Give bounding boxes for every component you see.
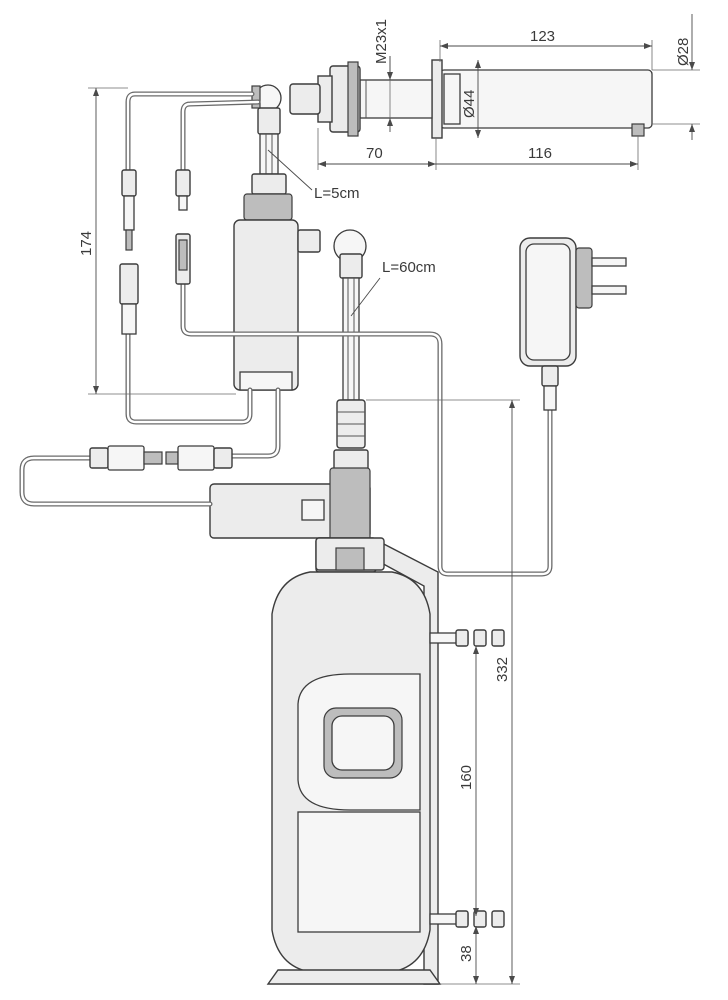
label-38: 38: [458, 945, 475, 962]
dimension-lines: [88, 14, 700, 985]
spout-nozzle: [631, 123, 645, 137]
spout-assembly: [251, 59, 653, 139]
label-hose-short: L=5cm: [314, 185, 359, 202]
label-174: 174: [78, 231, 95, 256]
dimension-labels: 123 M23x1 Ø44 Ø28 70 116 L=5cm L=60cm 17…: [78, 19, 692, 962]
valve-body: [233, 219, 299, 391]
label-70: 70: [366, 145, 383, 162]
label-diameter-28: Ø28: [675, 38, 692, 66]
label-123: 123: [530, 28, 555, 45]
label-116: 116: [528, 145, 552, 162]
valve-outlet-fitting: [297, 229, 367, 279]
battery-connectors: [89, 445, 233, 471]
elbow-fitting: [289, 83, 321, 115]
spout-flange: [431, 59, 443, 139]
label-332: 332: [494, 657, 511, 682]
label-160: 160: [458, 765, 475, 790]
soap-tank: [266, 537, 505, 985]
sensor-connectors: [119, 169, 191, 335]
label-thread: M23x1: [373, 19, 390, 64]
short-hose: [259, 133, 279, 175]
long-hose: [336, 277, 366, 449]
label-diameter-44: Ø44: [461, 90, 478, 118]
power-adaptor: [519, 237, 627, 411]
cables: [19, 91, 553, 577]
threaded-shank: [359, 79, 433, 119]
solenoid-valve: [233, 173, 299, 391]
label-hose-long: L=60cm: [382, 259, 436, 276]
